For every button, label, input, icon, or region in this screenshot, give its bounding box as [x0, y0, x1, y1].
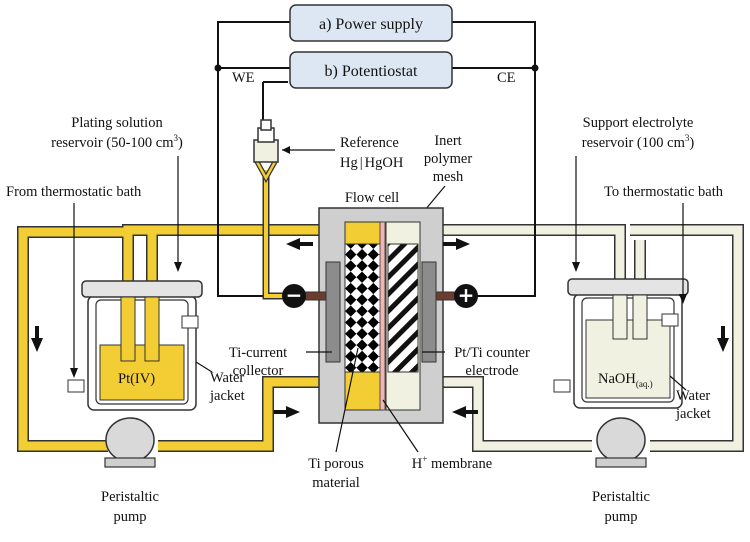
- ti-collector-label-1: Ti-current: [229, 345, 287, 361]
- right-pump-label-1: Peristaltic: [592, 489, 650, 505]
- arrow-down-left: [31, 338, 43, 352]
- we-label: WE: [232, 70, 255, 86]
- plating-reservoir-label-1: Plating solution: [71, 115, 163, 131]
- left-water-jacket-2: jacket: [209, 388, 245, 404]
- flow-arrows: [31, 238, 729, 418]
- potentiostat-label: b) Potentiostat: [325, 63, 418, 80]
- inert-mesh-line2: polymer: [424, 151, 472, 167]
- right-pump: [595, 417, 647, 468]
- plus-sign: +: [458, 283, 475, 307]
- ti-porous-label-1: Ti porous: [308, 456, 364, 472]
- ti-porous-material: [344, 243, 384, 373]
- arrow-right-bottom: [286, 406, 300, 418]
- minus-terminal: [282, 284, 306, 308]
- inert-polymer-mesh: [387, 243, 419, 373]
- power-supply-label: a) Power supply: [319, 16, 423, 33]
- arrow-left-top: [286, 238, 300, 250]
- h-membrane-label: H+ membrane: [412, 454, 492, 472]
- ce-junction: [531, 64, 539, 72]
- support-reservoir-lid: [567, 278, 689, 296]
- arrow-right-top: [456, 238, 470, 250]
- plating-reservoir-lid: [81, 280, 203, 298]
- from-bath-label: From thermostatic bath: [6, 184, 142, 200]
- right-water-jacket-2: jacket: [675, 406, 711, 422]
- left-pump-label-2: pump: [113, 509, 146, 525]
- support-reservoir-label-2: reservoir (100 cm3): [582, 133, 695, 151]
- naoh-label: NaOH(aq.): [598, 371, 653, 389]
- reference-hg-label: Hg|HgOH: [340, 155, 404, 171]
- left-pump: [104, 417, 156, 468]
- ti-collector-label-2: collector: [233, 363, 284, 379]
- ce-label: CE: [497, 70, 516, 86]
- ti-porous-label-2: material: [312, 475, 360, 491]
- we-junction: [214, 64, 222, 72]
- counter-electrode-label-2: electrode: [465, 363, 518, 379]
- inert-mesh-line3: mesh: [433, 169, 464, 185]
- pt-iv-solution: [99, 344, 185, 401]
- left-water-jacket-1: Water: [210, 370, 244, 386]
- reference-label: Reference: [340, 135, 399, 151]
- minus-sign: −: [286, 283, 303, 307]
- plating-outlet: [344, 371, 384, 411]
- h-membrane: [379, 221, 386, 411]
- reference-electrode: [253, 119, 300, 300]
- plating-inlet: [344, 221, 384, 245]
- counter-electrode-label-1: Pt/Ti counter: [454, 345, 530, 361]
- right-water-jacket-1: Water: [676, 388, 710, 404]
- potentiostat-box[interactable]: b) Potentiostat: [289, 51, 453, 89]
- ti-current-collector: [325, 261, 341, 363]
- reference-arrowhead: [282, 146, 290, 154]
- plating-reservoir-label-2: reservoir (50-100 cm3): [51, 133, 183, 151]
- electrical-wires: [217, 21, 536, 297]
- plus-terminal: [454, 284, 478, 308]
- ti-porous-pointer: [335, 347, 359, 453]
- flow-cell: [318, 207, 444, 424]
- inert-mesh-line1: Inert: [434, 133, 461, 149]
- plating-reservoir: [67, 280, 203, 411]
- left-pump-label-1: Peristaltic: [101, 489, 159, 505]
- arrow-down-right: [717, 338, 729, 352]
- arrow-left-bottom: [452, 406, 466, 418]
- support-reservoir: [553, 278, 689, 409]
- flow-cell-label: Flow cell: [345, 190, 399, 206]
- to-bath-label: To thermostatic bath: [604, 184, 724, 200]
- power-supply-box[interactable]: a) Power supply: [289, 4, 453, 42]
- naoh-solution: [585, 319, 671, 399]
- pt-iv-label: Pt(IV): [118, 371, 155, 387]
- h-membrane-pointer: [382, 399, 419, 453]
- counter-plate: [421, 261, 437, 363]
- right-pump-label-2: pump: [604, 509, 637, 525]
- support-reservoir-label-1: Support electrolyte: [583, 115, 694, 131]
